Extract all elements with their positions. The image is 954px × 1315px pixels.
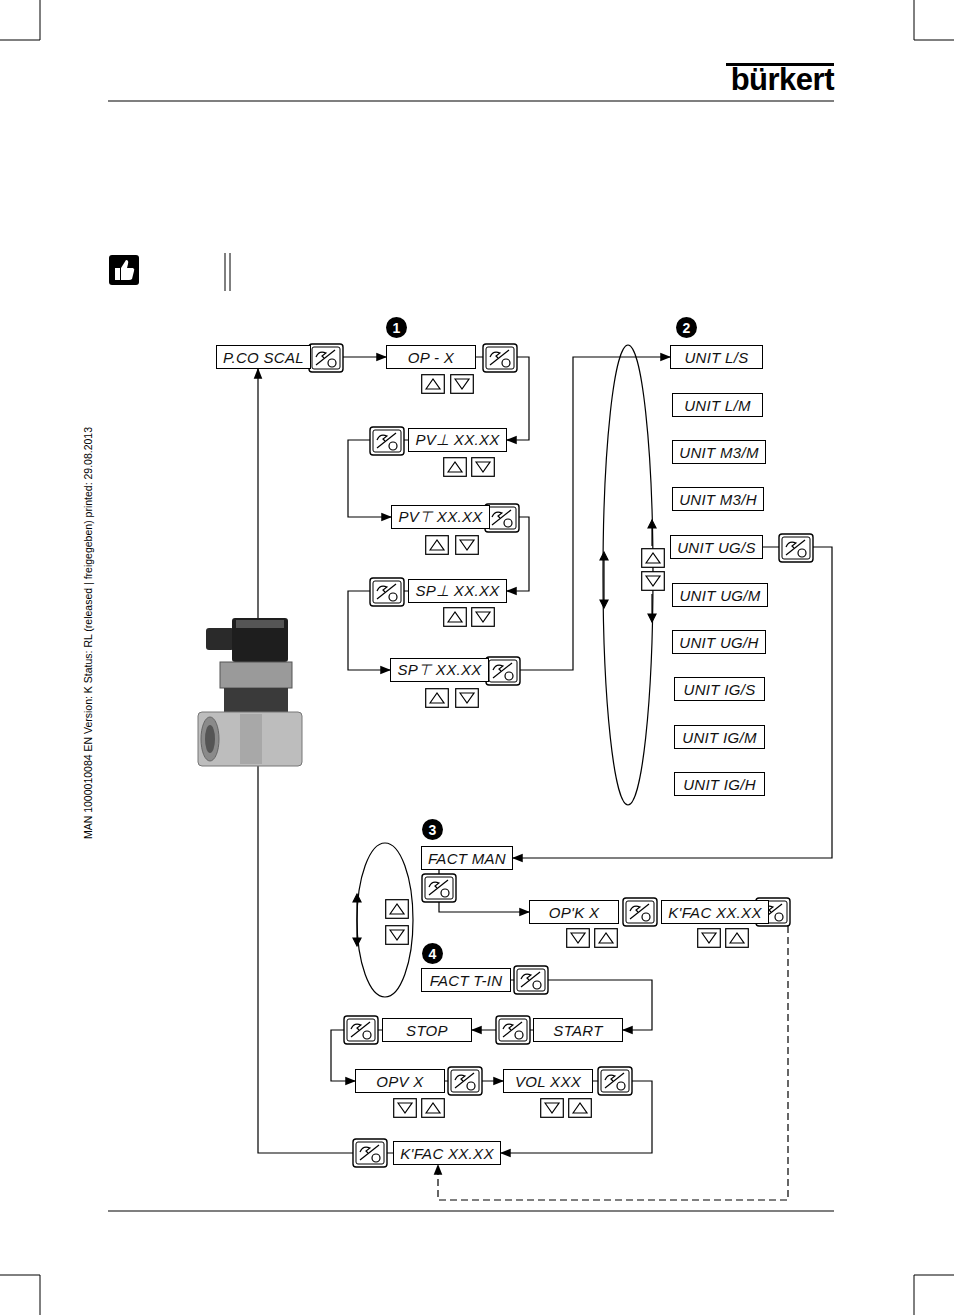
display-box: START xyxy=(533,1018,623,1042)
display-text: SP⊥ XX.XX xyxy=(415,582,499,600)
display-text: UNIT IG/M xyxy=(682,729,756,746)
callout-number: 3 xyxy=(422,819,443,840)
display-box: UNIT L/S xyxy=(670,345,763,369)
page-rule xyxy=(108,101,834,1211)
display-text: FACT T-IN xyxy=(430,972,503,989)
display-text: UNIT M3/H xyxy=(679,491,757,508)
display-text: VOL XXX xyxy=(515,1073,581,1090)
display-text: OP - X xyxy=(408,349,454,366)
note-separator xyxy=(225,253,230,291)
display-box: UNIT M3/M xyxy=(672,440,766,464)
brand-logo: bürkert xyxy=(731,62,834,98)
display-box: OP - X xyxy=(386,345,476,369)
display-box: UNIT UG/S xyxy=(670,535,763,559)
display-box: K'FAC XX.XX xyxy=(661,900,769,924)
display-text: SP⊤ XX.XX xyxy=(397,661,481,679)
callout-number: 1 xyxy=(386,317,407,338)
key-button xyxy=(309,344,813,1167)
display-text: OP'K X xyxy=(549,904,600,921)
display-text: K'FAC XX.XX xyxy=(668,904,761,921)
display-text: UNIT M3/M xyxy=(679,444,758,461)
display-text: UNIT UG/M xyxy=(679,587,760,604)
display-box: K'FAC XX.XX xyxy=(393,1141,501,1165)
display-text: UNIT L/M xyxy=(684,397,751,414)
display-box: PV⊥ XX.XX xyxy=(408,428,507,452)
display-box: UNIT L/M xyxy=(672,393,763,417)
flow-sensor-illustration xyxy=(198,618,302,766)
display-text: STOP xyxy=(406,1022,448,1039)
display-text: PV⊥ XX.XX xyxy=(415,431,499,449)
display-box: OP'K X xyxy=(529,900,619,924)
display-box: FACT MAN xyxy=(421,846,513,870)
display-box: UNIT UG/M xyxy=(672,583,768,607)
document-reference: MAN 1000010084 EN Version: K Status: RL … xyxy=(82,427,94,839)
display-text: K'FAC XX.XX xyxy=(400,1145,493,1162)
display-box: STOP xyxy=(382,1018,472,1042)
flow-connector xyxy=(513,547,832,858)
display-box: OPV X xyxy=(355,1069,445,1093)
display-box: VOL XXX xyxy=(503,1069,593,1093)
display-box: P.CO SCAL xyxy=(216,345,311,369)
display-text: P.CO SCAL xyxy=(223,349,304,366)
display-box: FACT T-IN xyxy=(421,968,511,992)
display-text: PV⊤ XX.XX xyxy=(398,508,482,526)
display-box: UNIT IG/H xyxy=(674,772,765,796)
callout-number: 2 xyxy=(676,317,697,338)
display-text: FACT MAN xyxy=(428,850,506,867)
display-text: START xyxy=(553,1022,602,1039)
display-box: PV⊤ XX.XX xyxy=(391,505,490,529)
display-box: UNIT IG/M xyxy=(674,725,765,749)
display-text: OPV X xyxy=(376,1073,423,1090)
display-box: UNIT IG/S xyxy=(674,677,765,701)
display-box: SP⊥ XX.XX xyxy=(408,579,507,603)
display-box: SP⊤ XX.XX xyxy=(390,658,489,682)
display-box: UNIT M3/H xyxy=(672,487,764,511)
display-box: UNIT UG/H xyxy=(672,630,766,654)
callout-number: 4 xyxy=(422,943,443,964)
display-text: UNIT IG/H xyxy=(683,776,756,793)
note-icon xyxy=(109,255,139,285)
display-text: UNIT UG/S xyxy=(677,539,756,556)
factor-loop xyxy=(353,843,413,997)
display-text: UNIT IG/S xyxy=(684,681,756,698)
display-text: UNIT L/S xyxy=(684,349,748,366)
display-text: UNIT UG/H xyxy=(679,634,758,651)
